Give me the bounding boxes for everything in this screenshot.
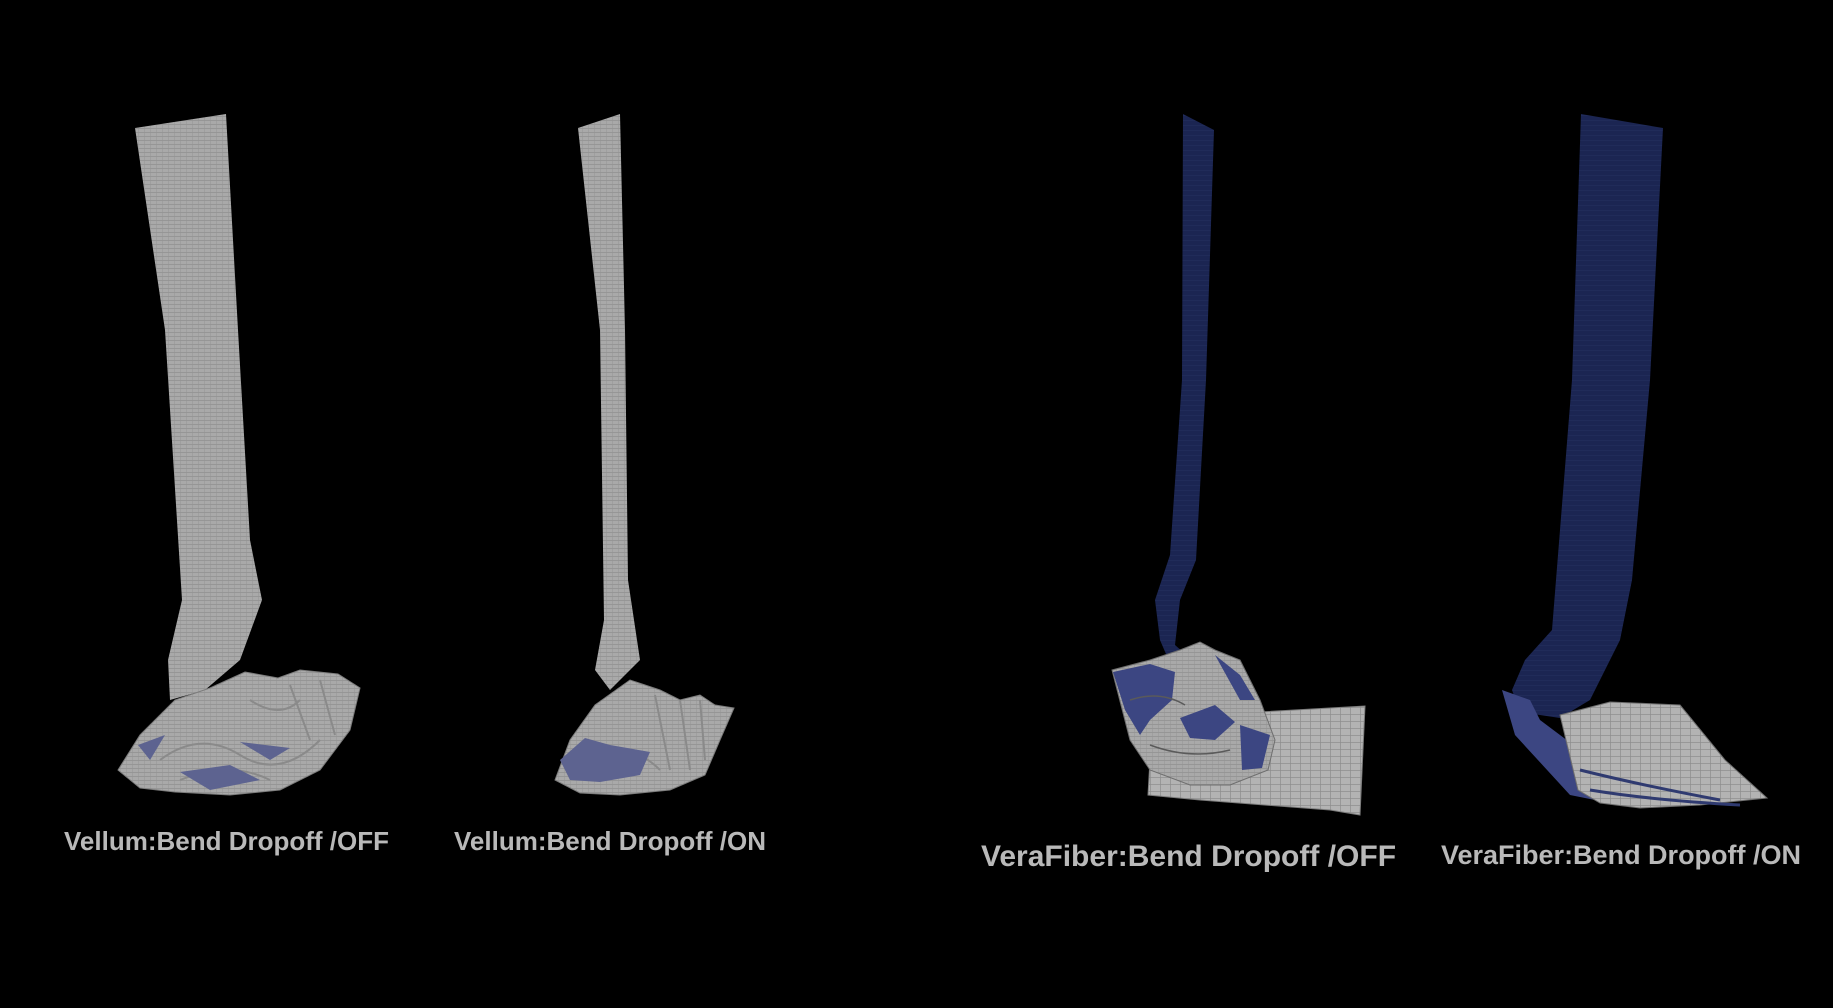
cloth-underside	[138, 735, 290, 790]
cloth-strip	[1512, 114, 1663, 718]
cloth-strip	[1155, 114, 1214, 675]
cloth-fold	[1579, 768, 1741, 807]
caption-vellum-dropoff-off: Vellum:Bend Dropoff /OFF	[64, 826, 389, 856]
cloth-fold	[599, 694, 706, 771]
cloth-fold	[1129, 695, 1231, 755]
cloth-underside	[1113, 655, 1270, 770]
cloth-strip	[135, 114, 262, 700]
caption-verafiber-dropoff-off: VeraFiber:Bend Dropoff /OFF	[981, 840, 1397, 873]
vellum-dropoff-off-cloth	[117, 114, 361, 796]
caption-verafiber-dropoff-on: VeraFiber:Bend Dropoff /ON	[1441, 840, 1802, 870]
verafiber-dropoff-on-cloth	[1502, 114, 1769, 809]
cloth-pile	[1559, 701, 1769, 809]
caption-vellum-dropoff-on: Vellum:Bend Dropoff /ON	[454, 826, 766, 856]
vellum-dropoff-on-cloth	[554, 114, 735, 796]
cloth-underside	[560, 738, 650, 782]
verafiber-dropoff-off-cloth	[1111, 114, 1366, 816]
cloth-strip	[578, 114, 640, 690]
